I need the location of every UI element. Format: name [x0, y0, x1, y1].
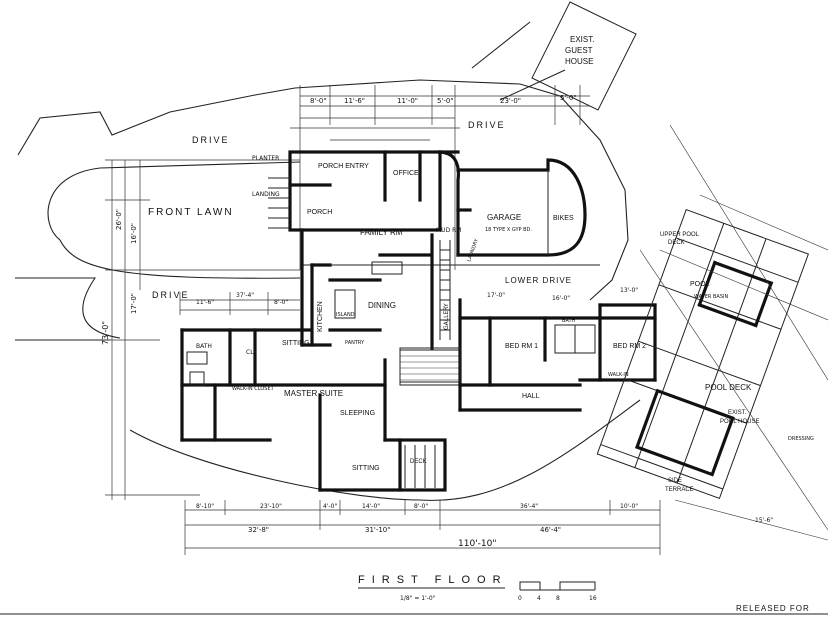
dimension-lines-top — [290, 85, 590, 270]
exist-guest-house: EXIST. GUEST HOUSE — [531, 1, 637, 111]
bedroom-wing-walls — [458, 298, 657, 412]
dining-label: DINING — [368, 301, 396, 310]
drawing-title: FIRST FLOOR — [358, 574, 508, 586]
hall-label: HALL — [522, 393, 540, 400]
bath-3-label: BATH — [562, 318, 576, 324]
dining-dimensions — [179, 292, 300, 315]
island-label: ISLAND — [336, 312, 355, 318]
landing-label: LANDING — [252, 191, 280, 198]
dim-top-4: 5'-0" — [437, 97, 454, 105]
sitting-upper-label: SITTING — [282, 340, 310, 347]
pool-label: POOL — [690, 281, 710, 288]
drive-top-right: DRIVE — [468, 120, 506, 130]
master-suite-label: MASTER SUITE — [284, 389, 343, 398]
dim-r-2: 17'-0" — [487, 292, 505, 299]
right-grid — [639, 124, 828, 541]
dim-top-6: 5'-0" — [560, 94, 577, 102]
bed-rm-2-label: BED RM 2 — [613, 343, 646, 350]
main-house-walls — [300, 228, 451, 350]
bikes-label: BIKES — [553, 215, 574, 222]
dim-dining-1: 11'-6" — [196, 299, 214, 306]
sleeping-label: SLEEPING — [340, 410, 375, 417]
scale-tick-4: 4 — [537, 595, 541, 602]
upper-pool-deck-2: DECK — [668, 240, 685, 246]
sitting-lower-label: SITTING — [352, 465, 380, 472]
dim-bottom-5: 8'-0" — [414, 503, 428, 510]
dim-bottom-7: 10'-0" — [620, 503, 638, 510]
deck-label: DECK — [410, 459, 427, 465]
exist-pool-house-2: POOL HOUSE — [720, 419, 759, 425]
walk-in-label: WALK-IN — [608, 372, 629, 378]
dim-top-2: 11'-6" — [344, 97, 365, 105]
pool-dim: 15'-6" — [755, 517, 773, 524]
family-rm-label: FAMILY RM — [360, 228, 403, 237]
kitchen-label: KITCHEN — [317, 301, 324, 332]
dim-r-3: 13'-0" — [620, 287, 638, 294]
overall-dimension: 110'-10" — [458, 539, 497, 549]
site-outline — [15, 21, 641, 501]
central-stair — [399, 347, 461, 383]
porch-entry-label: PORCH ENTRY — [318, 163, 369, 170]
dim-left-2: 16'-0" — [130, 223, 138, 244]
dimension-lines-bottom — [184, 500, 661, 555]
exist-pool-house-1: EXIST. — [728, 410, 747, 416]
dim-top-3: 11'-0" — [397, 97, 418, 105]
front-lawn-label: FRONT LAWN — [148, 207, 234, 218]
dim-bottom-1: 8'-10" — [196, 503, 214, 510]
entry-walls — [268, 150, 461, 257]
dim-left-total: 73'-0" — [101, 321, 110, 345]
pool-deck-label: POOL DECK — [705, 383, 752, 392]
dim-sub-1: 32'-8" — [248, 526, 269, 534]
laundry-label: LAUNDRY — [466, 237, 480, 262]
pantry-label: PANTRY — [345, 340, 365, 346]
porch-label: PORCH — [307, 209, 332, 216]
side-terrace-1: SIDE — [668, 478, 682, 484]
dim-bottom-6: 36'-4" — [520, 503, 538, 510]
water-basin-label: WATER BASIN — [694, 294, 728, 300]
master-suite-walls — [180, 328, 461, 492]
guest-house-label-2: GUEST — [565, 46, 593, 55]
walk-in-closet-label: WALK-IN CLOSET — [232, 386, 275, 392]
drawing-scale: 1/8" = 1'-0" — [400, 595, 436, 602]
dim-dining-3: 8'-0" — [274, 299, 288, 306]
scale-tick-16: 16 — [589, 595, 597, 602]
mud-rm-label: MUD RM — [436, 227, 461, 234]
dim-top-1: 8'-0" — [310, 97, 327, 105]
dim-left-3: 17'-0" — [130, 293, 138, 314]
dim-sub-3: 46'-4" — [540, 526, 561, 534]
pool-house-group — [596, 208, 810, 500]
dim-dining-2: 37'-4" — [236, 292, 254, 299]
scale-tick-0: 0 — [518, 595, 522, 602]
side-terrace-2: TERRACE — [665, 487, 694, 493]
dimension-lines-left — [105, 159, 300, 500]
bed-rm-1-label: BED RM 1 — [505, 343, 538, 350]
master-cl-label: CL — [246, 349, 254, 356]
guest-house-label-1: EXIST. — [570, 35, 594, 44]
footer-note: RELEASED FOR — [736, 604, 810, 613]
dim-top-5: 23'-0" — [500, 97, 521, 105]
scale-bar — [519, 581, 596, 591]
dim-bottom-4: 14'-0" — [362, 503, 380, 510]
dim-sub-2: 31'-10" — [365, 526, 390, 534]
scale-tick-8: 8 — [556, 595, 560, 602]
lower-drive: LOWER DRIVE — [505, 276, 572, 285]
garage-label: GARAGE — [487, 213, 521, 222]
bath-label: BATH — [196, 343, 212, 350]
dim-r-1: 16'-0" — [552, 295, 570, 302]
dim-bottom-2: 23'-10" — [260, 503, 282, 510]
upper-pool-deck-1: UPPER POOL — [660, 232, 700, 238]
drive-left: DRIVE — [152, 290, 190, 300]
dressing-label: DRESSING — [788, 436, 814, 442]
dim-left-1: 26'-0" — [115, 209, 123, 230]
office-label: OFFICE — [393, 170, 419, 177]
planter-label: PLANTER — [252, 155, 279, 162]
guest-house-label-3: HOUSE — [565, 57, 593, 66]
drive-top-left: DRIVE — [192, 135, 230, 145]
garage-walls — [456, 158, 587, 257]
garage-spec: 18 TYPE X GYP BD. — [485, 227, 532, 233]
gallery-label: GALLERY — [443, 303, 450, 330]
dim-bottom-3: 4'-0" — [323, 503, 337, 510]
